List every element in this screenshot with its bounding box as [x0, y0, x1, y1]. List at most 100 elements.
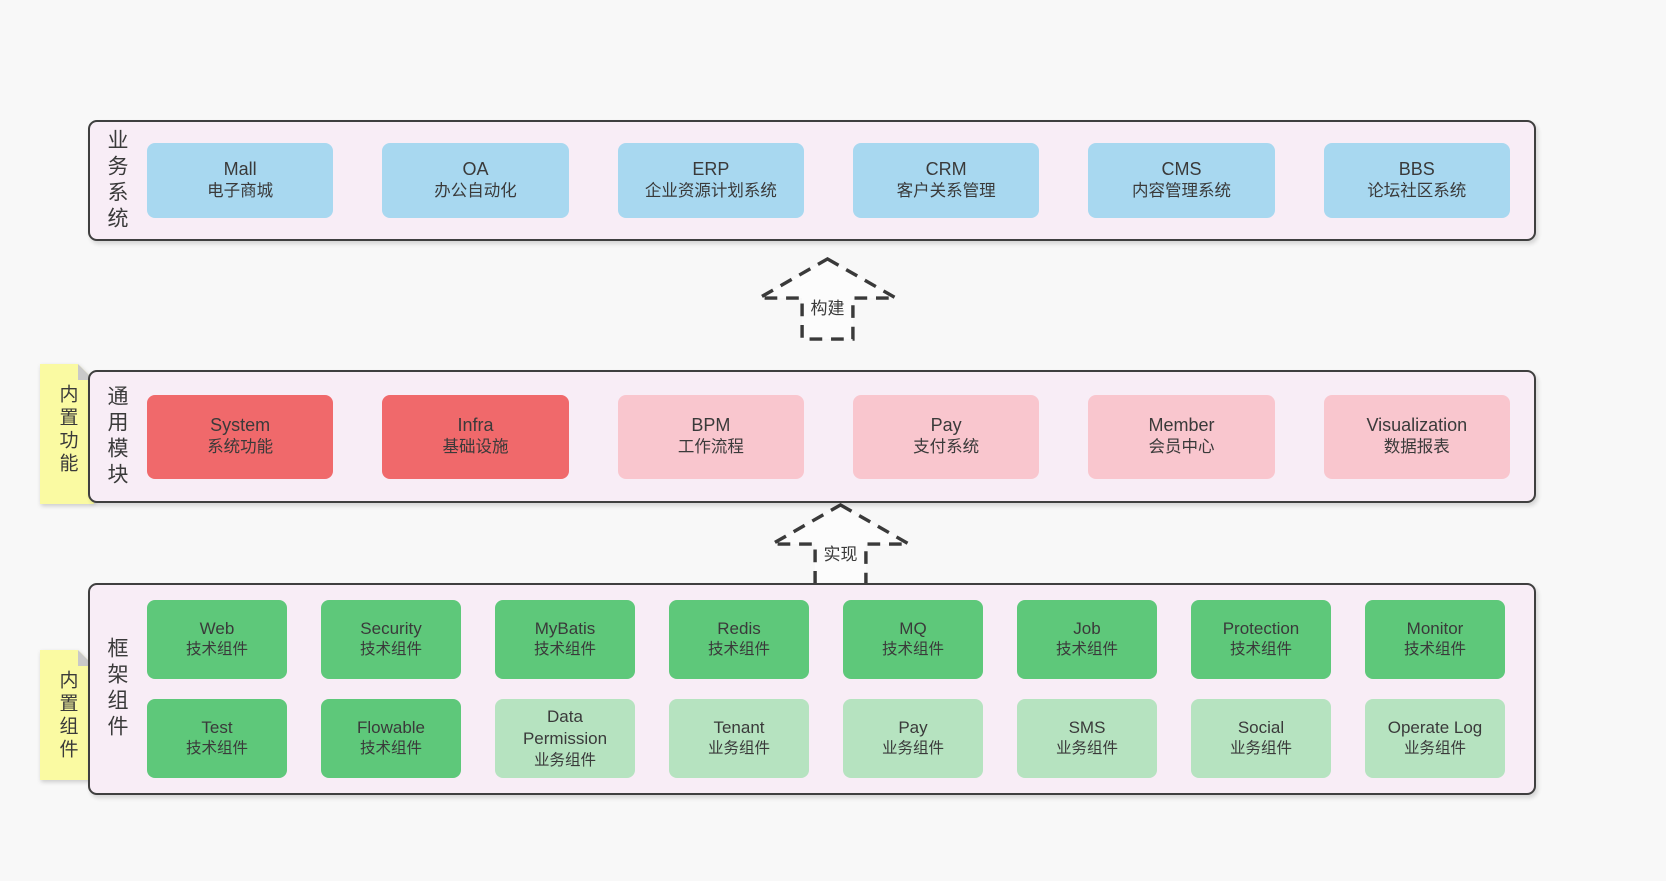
- box-monitor: Monitor 技术组件: [1365, 600, 1505, 679]
- box-title: System: [210, 414, 271, 435]
- box-subtitle: 系统功能: [207, 438, 274, 457]
- box-cms: CMS 内容管理系统: [1088, 143, 1275, 218]
- box-title: Social: [1237, 718, 1285, 738]
- box-visualization: Visualization 数据报表: [1323, 394, 1510, 479]
- box-mall: Mall 电子商城: [147, 143, 334, 218]
- layer-label-framework-components: 框架组件: [105, 637, 128, 741]
- box-title: Monitor: [1406, 619, 1464, 639]
- box-title: OA: [462, 158, 489, 179]
- box-row: Mall 电子商城 OA 办公自动化 ERP 企业资源计划系统 CRM 客户关系管理 CMS 内容…: [147, 143, 1510, 218]
- box-title: MQ: [899, 619, 927, 639]
- box-title: Pay: [898, 718, 928, 738]
- arrow-label: 构建: [808, 294, 847, 319]
- sticky-note-built-in-components: 内置组件: [40, 650, 94, 780]
- box-title: ERP: [692, 158, 730, 179]
- box-subtitle: 论坛社区系统: [1367, 182, 1467, 201]
- box-subtitle: 技术组件: [707, 641, 770, 659]
- box-mq: MQ 技术组件: [843, 600, 983, 679]
- box-title: BPM: [691, 414, 731, 435]
- box-subtitle: 技术组件: [359, 740, 422, 758]
- box-infra: Infra 基础设施: [382, 394, 569, 479]
- box-flowable: Flowable 技术组件: [321, 699, 461, 778]
- box-title: Member: [1148, 414, 1215, 435]
- box-member: Member 会员中心: [1088, 394, 1275, 479]
- box-title: SMS: [1068, 718, 1106, 738]
- box-title: Job: [1073, 619, 1101, 639]
- box-subtitle: 工作流程: [677, 438, 744, 457]
- box-title: CMS: [1161, 158, 1202, 179]
- box-title: Tenant: [713, 718, 765, 738]
- box-subtitle: 数据报表: [1383, 438, 1450, 457]
- layer-common-modules: 通用模块 System 系统功能 Infra 基础设施 BPM 工作流程 Pay 支付系统 Me…: [88, 370, 1536, 503]
- box-subtitle: 业务组件: [1403, 740, 1466, 758]
- box-title: Redis: [717, 619, 761, 639]
- box-protection: Protection 技术组件: [1191, 600, 1331, 679]
- box-sms: SMS 业务组件: [1017, 699, 1157, 778]
- box-system: System 系统功能: [147, 394, 334, 479]
- box-subtitle: 业务组件: [881, 740, 944, 758]
- build-arrow: 构建: [756, 256, 899, 342]
- box-row: System 系统功能 Infra 基础设施 BPM 工作流程 Pay 支付系统 Member 会…: [147, 394, 1510, 479]
- box-subtitle: 内容管理系统: [1131, 182, 1231, 201]
- box-pay: Pay 支付系统: [852, 394, 1040, 479]
- note-text: 内置组件: [56, 670, 78, 762]
- box-crm: CRM 客户关系管理: [852, 143, 1040, 218]
- box-web: Web 技术组件: [147, 600, 287, 679]
- box-subtitle: 业务组件: [1055, 740, 1118, 758]
- business-systems-rows: Mall 电子商城 OA 办公自动化 ERP 企业资源计划系统 CRM 客户关系管理 CMS 内容…: [147, 122, 1510, 239]
- box-subtitle: 业务组件: [707, 740, 770, 758]
- box-title: Mall: [223, 158, 257, 179]
- box-data-permission: Data Permission 业务组件: [495, 699, 635, 778]
- box-subtitle: 电子商城: [207, 182, 274, 201]
- box-operate-log: Operate Log 业务组件: [1365, 699, 1505, 778]
- box-redis: Redis 技术组件: [669, 600, 809, 679]
- box-subtitle: 技术组件: [359, 641, 422, 659]
- box-subtitle: 企业资源计划系统: [644, 182, 777, 201]
- box-title: Flowable: [356, 718, 426, 738]
- common-modules-rows: System 系统功能 Infra 基础设施 BPM 工作流程 Pay 支付系统 Member 会…: [147, 372, 1510, 501]
- box-pay: Pay 业务组件: [843, 699, 983, 778]
- box-subtitle: 客户关系管理: [896, 182, 996, 201]
- implement-arrow: 实现: [769, 502, 912, 588]
- box-subtitle: 支付系统: [913, 438, 980, 457]
- box-subtitle: 技术组件: [881, 641, 944, 659]
- box-title: Protection: [1222, 619, 1300, 639]
- box-job: Job 技术组件: [1017, 600, 1157, 679]
- box-title: Web: [199, 619, 235, 639]
- box-title: Data Permission: [522, 706, 608, 749]
- layer-label-common-modules: 通用模块: [105, 384, 128, 489]
- box-title: Visualization: [1366, 414, 1468, 435]
- box-subtitle: 办公自动化: [434, 182, 517, 201]
- box-subtitle: 技术组件: [185, 641, 248, 659]
- box-subtitle: 技术组件: [1055, 641, 1118, 659]
- box-row: Test 技术组件 Flowable 技术组件 Data Permission 业务组件 T…: [147, 699, 1510, 778]
- box-subtitle: 技术组件: [1403, 641, 1466, 659]
- box-title: Test: [201, 718, 233, 738]
- box-subtitle: 技术组件: [185, 740, 248, 758]
- box-test: Test 技术组件: [147, 699, 287, 778]
- note-text: 内置功能: [56, 384, 78, 476]
- box-erp: ERP 企业资源计划系统: [617, 143, 804, 218]
- box-title: CRM: [925, 158, 967, 179]
- box-subtitle: 基础设施: [442, 438, 509, 457]
- box-title: Operate Log: [1387, 718, 1483, 738]
- box-title: MyBatis: [534, 619, 596, 639]
- sticky-note-built-in-features: 内置功能: [40, 364, 94, 504]
- box-title: Security: [360, 619, 422, 639]
- box-subtitle: 技术组件: [1229, 641, 1292, 659]
- box-title: Infra: [457, 414, 494, 435]
- box-security: Security 技术组件: [321, 600, 461, 679]
- box-subtitle: 业务组件: [533, 751, 596, 769]
- box-title: Pay: [930, 414, 962, 435]
- box-oa: OA 办公自动化: [382, 143, 569, 218]
- box-subtitle: 技术组件: [533, 641, 596, 659]
- box-subtitle: 会员中心: [1148, 438, 1215, 457]
- arrow-label: 实现: [821, 540, 860, 565]
